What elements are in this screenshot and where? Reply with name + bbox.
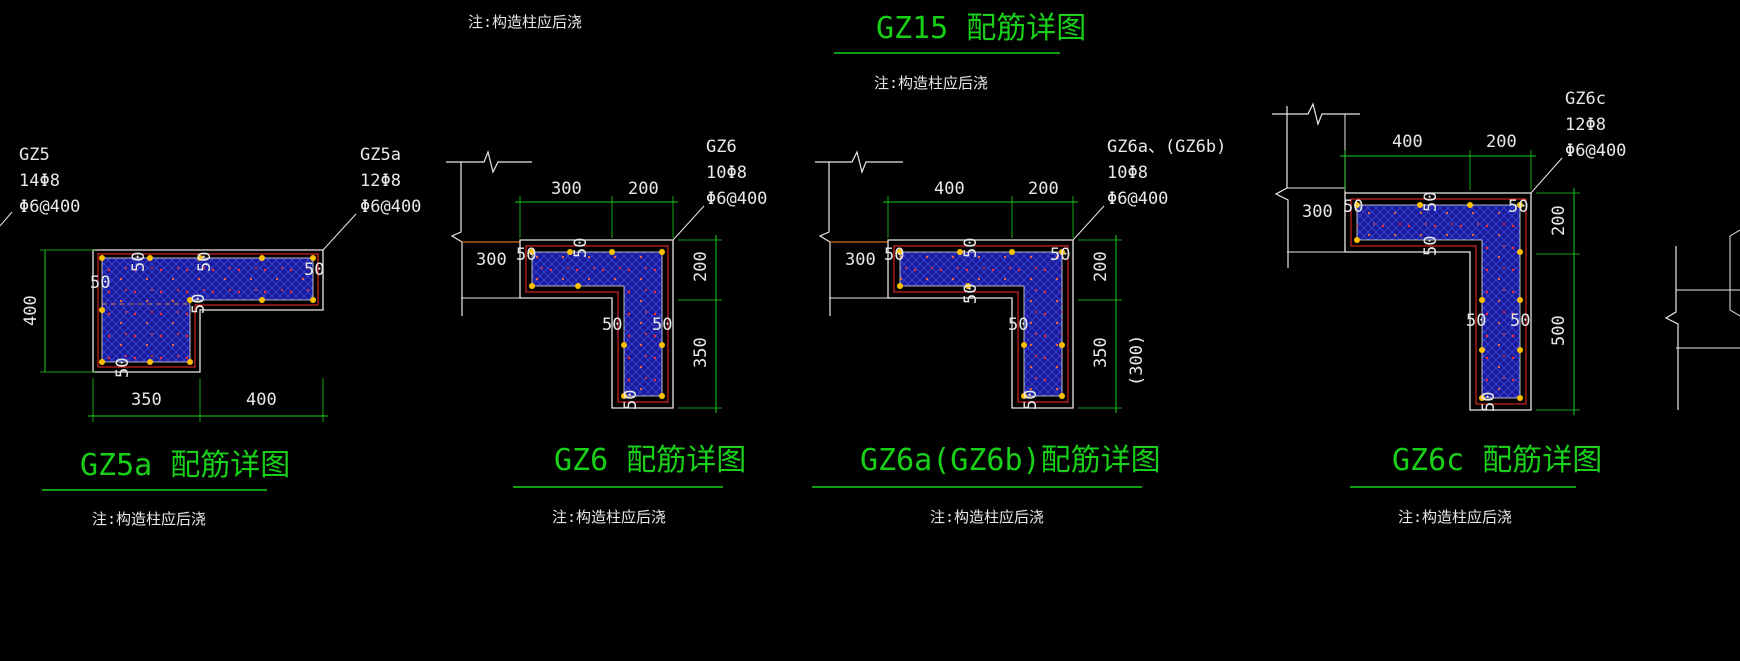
gz6-wall-break xyxy=(446,150,532,174)
gz6-cover-b: 50 xyxy=(571,238,591,258)
gz6a-dim-top-right: 200 xyxy=(1028,179,1059,199)
gz6c-cover-f: 50 xyxy=(1510,311,1530,331)
gz6a-dim-side-top: 200 xyxy=(1091,251,1111,282)
gz6a-cover-c: 50 xyxy=(961,284,981,304)
gz6-dim-side-bottom: 350 xyxy=(691,337,711,368)
gz6-cover-e: 50 xyxy=(621,390,641,410)
gz6-dim-wall: 300 xyxy=(476,250,507,270)
gz6c-dim-side-bottom: 500 xyxy=(1549,315,1569,346)
gz6c-note: 注:构造柱应后浇 xyxy=(1398,508,1512,526)
gz6c-dim-top-left: 400 xyxy=(1392,132,1423,152)
gz6c-callout-name: GZ6c xyxy=(1565,89,1606,109)
gz6-cover-a: 50 xyxy=(516,245,536,265)
gz5-stirrup: Φ6@400 xyxy=(19,197,80,217)
gz6-dim-side-top: 200 xyxy=(691,251,711,282)
gz5a-callout-bars: 12Φ8 xyxy=(360,171,401,191)
gz6a-note: 注:构造柱应后浇 xyxy=(930,508,1044,526)
gz5a-dim-height: 400 xyxy=(21,295,41,326)
gz6c-cover-g: 50 xyxy=(1479,392,1499,412)
gz5a-stirrup xyxy=(97,253,319,368)
gz6a-callout-name: GZ6a、(GZ6b) xyxy=(1107,137,1226,157)
gz6-detail: 300 200 200 350 300 50 50 50 50 50 GZ6 1… xyxy=(446,137,767,526)
gz6c-dim-wall: 300 xyxy=(1302,202,1333,222)
gz5-bars: 14Φ8 xyxy=(19,171,60,191)
gz6-note: 注:构造柱应后浇 xyxy=(552,508,666,526)
gz6c-callout-stirrup: Φ6@400 xyxy=(1565,141,1626,161)
gz5a-cover-f: 50 xyxy=(113,358,133,378)
gz5a-cover-a: 50 xyxy=(90,273,110,293)
gz15-title: GZ15 配筋详图 xyxy=(876,11,1086,46)
gz6c-title: GZ6c 配筋详图 xyxy=(1392,443,1602,478)
gz6a-detail: 400 200 200 350 (300) 300 50 50 50 50 50… xyxy=(812,137,1226,526)
gz6c-rebars xyxy=(1354,202,1523,401)
gz5a-title: GZ5a 配筋详图 xyxy=(80,448,290,483)
gz6a-cover-f: 50 xyxy=(1021,390,1041,410)
gz6a-dim-wall: 300 xyxy=(845,250,876,270)
gz6a-rebars xyxy=(897,249,1065,399)
gz5a-detail: 400 350 400 50 50 50 50 50 50 GZ5a 12Φ8 … xyxy=(21,145,421,528)
gz6a-dim-top-left: 400 xyxy=(934,179,965,199)
gz6a-wall-break xyxy=(815,150,903,174)
gz6c-cover-a: 50 xyxy=(1343,197,1363,217)
gz6c-wall-break xyxy=(1272,102,1360,126)
gz6c-dim-top-right: 200 xyxy=(1486,132,1517,152)
gz6c-dim-side-top: 200 xyxy=(1549,205,1569,236)
gz5a-cover-e: 50 xyxy=(304,260,324,280)
gz6-cover-d: 50 xyxy=(652,315,672,335)
gz6a-dim-side-bottom: 350 xyxy=(1091,337,1111,368)
gz6-stirrup xyxy=(525,245,669,403)
gz6c-cover-e: 50 xyxy=(1466,311,1486,331)
gz5a-cover-b: 50 xyxy=(129,252,149,272)
gz5a-dim-bottom-right: 400 xyxy=(246,390,277,410)
gz6a-aggregate xyxy=(900,252,1062,396)
gz5a-rebars xyxy=(99,255,316,365)
gz6c-leader xyxy=(1530,157,1563,194)
gz5-leader xyxy=(0,211,13,227)
gz6-cover-c: 50 xyxy=(602,315,622,335)
gz6a-stirrup xyxy=(893,245,1069,403)
gz6a-leader xyxy=(1072,205,1105,241)
gz6c-callout-bars: 12Φ8 xyxy=(1565,115,1606,135)
gz6-callout-name: GZ6 xyxy=(706,137,737,157)
gz6a-cover-e: 50 xyxy=(1008,315,1028,335)
gz6c-cover-c: 50 xyxy=(1421,236,1441,256)
gz5a-note: 注:构造柱应后浇 xyxy=(92,510,206,528)
gz6-rebars xyxy=(529,249,665,399)
gz5-name: GZ5 xyxy=(19,145,50,165)
gz5a-cover-d: 50 xyxy=(189,294,209,314)
gz5a-dim-bottom-left: 350 xyxy=(131,390,162,410)
gz6c-cover-b: 50 xyxy=(1421,192,1441,212)
gz6-aggregate xyxy=(532,252,662,396)
gz6a-cover-d: 50 xyxy=(1050,245,1070,265)
gz5a-aggregate xyxy=(102,258,313,362)
gz15-note: 注:构造柱应后浇 xyxy=(874,74,988,92)
gz5a-cover-c: 50 xyxy=(195,252,215,272)
gz5a-callout-name: GZ5a xyxy=(360,145,401,165)
gz6c-cover-d: 50 xyxy=(1508,197,1528,217)
top-left-note: 注:构造柱应后浇 xyxy=(468,13,582,31)
gz6-title: GZ6 配筋详图 xyxy=(554,443,746,478)
gz6-dim-top-right: 200 xyxy=(628,179,659,199)
gz6c-stirrup xyxy=(1350,198,1527,405)
gz6a-callout-bars: 10Φ8 xyxy=(1107,163,1148,183)
partial-detail-right xyxy=(1664,229,1740,410)
gz6c-aggregate xyxy=(1357,205,1520,398)
gz6a-title: GZ6a(GZ6b)配筋详图 xyxy=(860,443,1161,478)
gz6-leader xyxy=(672,205,705,241)
gz5a-leader xyxy=(322,213,357,251)
gz5-callout: GZ5 14Φ8 Φ6@400 xyxy=(0,145,80,227)
gz6a-callout-stirrup: Φ6@400 xyxy=(1107,189,1168,209)
gz6-callout-stirrup: Φ6@400 xyxy=(706,189,767,209)
gz6a-dim-side-alt: (300) xyxy=(1127,335,1147,386)
gz5a-callout-stirrup: Φ6@400 xyxy=(360,197,421,217)
gz6a-cover-a: 50 xyxy=(884,245,904,265)
gz6a-cover-b: 50 xyxy=(961,238,981,258)
gz6-callout-bars: 10Φ8 xyxy=(706,163,747,183)
gz6-dim-top-left: 300 xyxy=(551,179,582,199)
gz6c-detail: 400 200 200 500 300 50 50 50 50 50 50 50… xyxy=(1272,89,1626,526)
